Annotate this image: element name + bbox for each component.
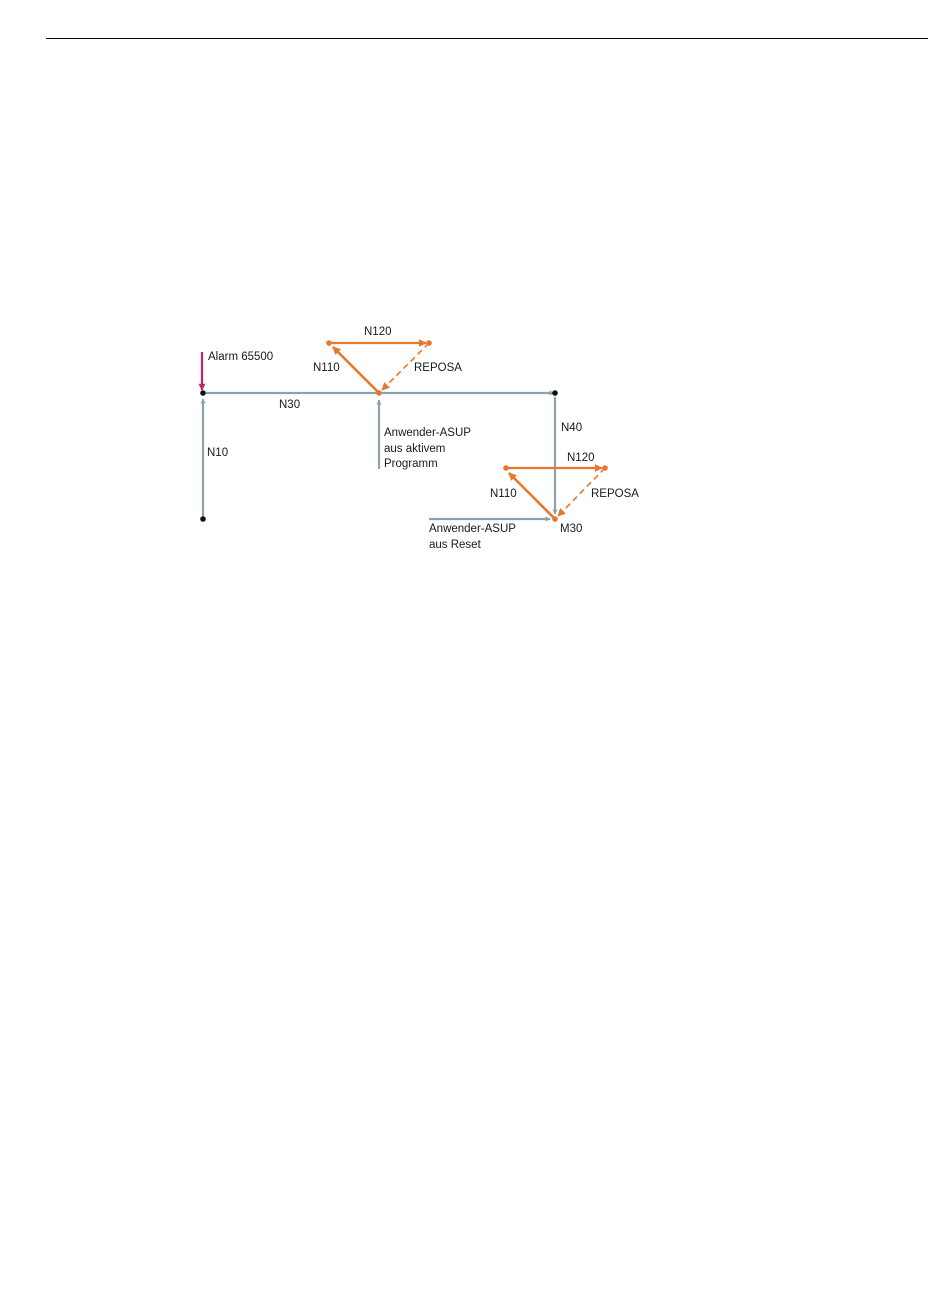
label-n10: N10: [207, 447, 228, 459]
label-upper-reposa: REPOSA: [414, 362, 462, 374]
label-upper-n120: N120: [364, 326, 392, 338]
label-asup-active-3: Programm: [384, 458, 438, 470]
node-n40: [552, 390, 558, 396]
upper-n110-path: [333, 347, 379, 393]
label-asup-reset-1: Anwender-ASUP: [429, 523, 516, 535]
label-n40: N40: [561, 422, 582, 434]
label-asup-reset-2: aus Reset: [429, 539, 482, 551]
label-lower-n120: N120: [567, 452, 595, 464]
node-start: [200, 516, 206, 522]
node-upper-n120-end: [426, 340, 432, 346]
node-upper-interrupt: [376, 390, 382, 396]
node-alarm: [200, 390, 206, 396]
label-lower-reposa: REPOSA: [591, 488, 639, 500]
label-upper-n110: N110: [313, 362, 340, 374]
node-lower-n110-end: [503, 465, 509, 471]
node-upper-n110-end: [326, 340, 332, 346]
label-alarm: Alarm 65500: [208, 351, 273, 363]
label-asup-active-2: aus aktivem: [384, 443, 445, 455]
label-m30: M30: [560, 523, 582, 535]
label-asup-active-1: Anwender-ASUP: [384, 427, 471, 439]
node-lower-n120-end: [602, 465, 608, 471]
label-n30: N30: [279, 399, 300, 411]
label-lower-n110: N110: [490, 488, 517, 500]
node-m30: [552, 516, 558, 522]
